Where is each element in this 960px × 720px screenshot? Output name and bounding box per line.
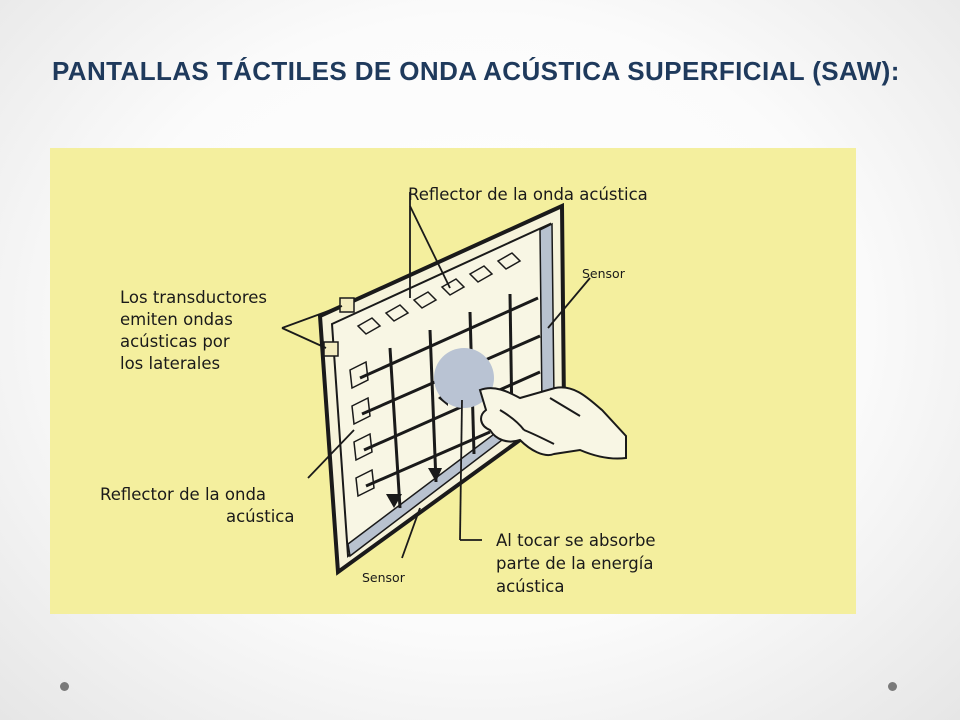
slide-title: PANTALLAS TÁCTILES DE ONDA ACÚSTICA SUPE… [52,56,900,86]
saw-diagram-svg: Reflector de la onda acústica Sensor Los… [50,148,856,614]
label-reflector-left-line-2: acústica [226,507,294,526]
slide-decoration-dot-right [888,682,897,691]
label-sensor-bottom: Sensor [362,570,406,585]
label-touch-line-1: Al tocar se absorbe [496,531,656,550]
left-reflectors [349,360,375,498]
top-reflectors [356,252,522,335]
saw-diagram: Reflector de la onda acústica Sensor Los… [50,148,856,614]
label-transducers: Los transductores emiten ondas acústicas… [120,288,267,373]
touch-spot [434,348,494,408]
leader-lines [281,192,591,559]
sensor-strip-right [539,222,555,410]
hand-illustration [478,386,627,460]
label-transducers-line-2: emiten ondas [120,310,233,329]
label-reflector-top: Reflector de la onda acústica [408,185,648,204]
label-touch: Al tocar se absorbe parte de la energía … [496,531,656,596]
label-touch-line-2: parte de la energía [496,554,653,573]
label-touch-line-3: acústica [496,577,564,596]
label-reflector-left: Reflector de la onda acústica [100,485,294,526]
transducers [323,297,355,357]
label-transducers-line-1: Los transductores [120,288,267,307]
label-sensor-right: Sensor [582,266,626,281]
label-reflector-left-line-1: Reflector de la onda [100,485,266,504]
label-transducers-line-4: los laterales [120,354,220,373]
slide-decoration-dot-left [60,682,69,691]
label-transducers-line-3: acústicas por [120,332,230,351]
